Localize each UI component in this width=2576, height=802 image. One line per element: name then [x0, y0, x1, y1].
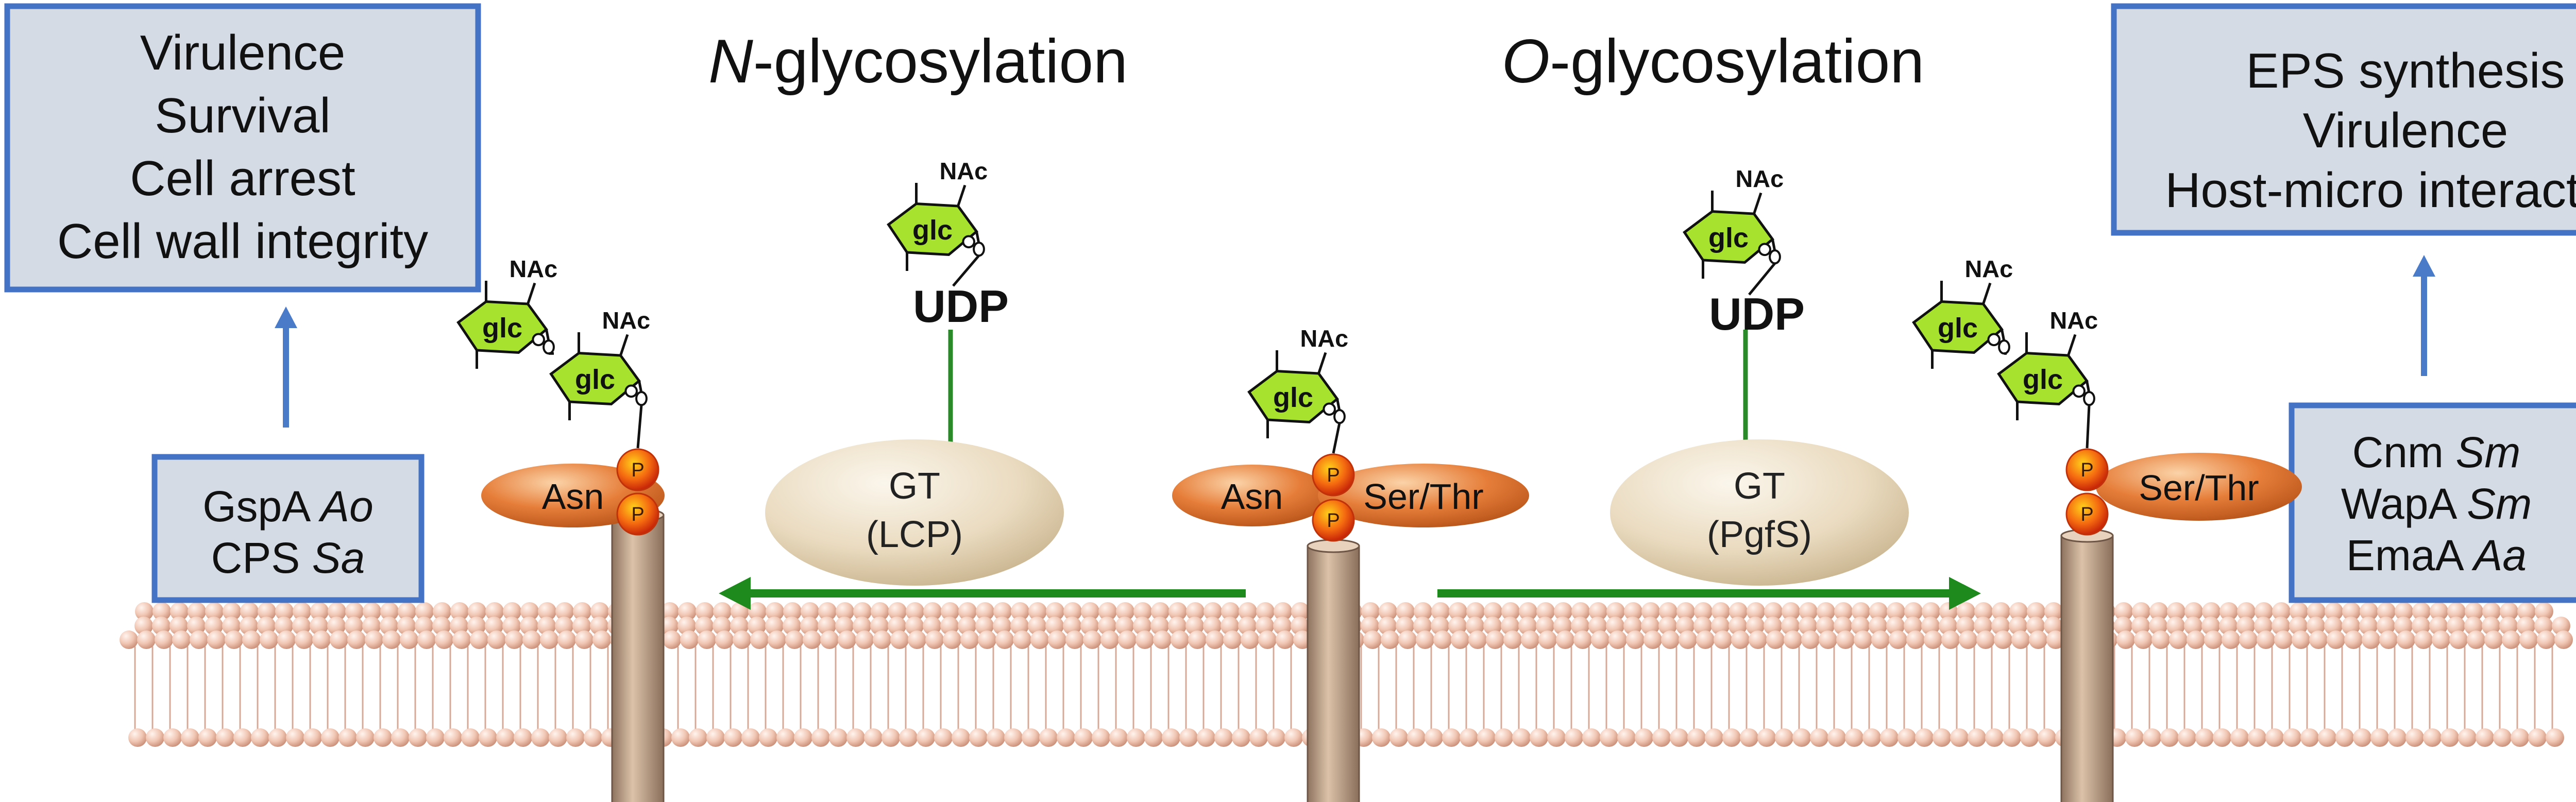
- outcome-line: Cell arrest: [130, 151, 355, 206]
- glycosidic-bond: [1332, 422, 1341, 454]
- membrane-anchor-stalk: [611, 508, 665, 802]
- membrane-anchor-stalk: [1307, 539, 1360, 802]
- svg-text:P: P: [631, 459, 644, 481]
- glcnac-sugar: glc NAc: [549, 307, 650, 420]
- svg-text:glc: glc: [575, 364, 615, 395]
- outcome-line: Virulence: [2303, 103, 2508, 158]
- outcome-line: Survival: [155, 88, 330, 143]
- enzyme-name: GT: [1734, 466, 1785, 507]
- outcome-box-o-glycosylation: EPS synthesis Virulence Host-micro inter…: [2111, 3, 2576, 236]
- phosphate-group: P: [616, 448, 659, 491]
- o-glycosylation-heading: O-glycosylation: [1502, 27, 1924, 96]
- ser-thr-residue: Ser/Thr: [2096, 453, 2302, 521]
- phosphate-groups: P P P P P P: [616, 448, 2109, 542]
- phosphate-group: P: [1312, 499, 1355, 542]
- outcome-box-n-glycosylation: Virulence Survival Cell arrest Cell wall…: [4, 3, 481, 293]
- svg-text:NAc: NAc: [939, 158, 988, 184]
- enzyme-gt-lcp: GT (LCP): [765, 330, 1064, 586]
- svg-text:glc: glc: [912, 215, 953, 246]
- svg-text:Asn: Asn: [1221, 476, 1283, 517]
- outcome-line: Host-micro interaction: [2165, 163, 2576, 218]
- outcome-line: Cell wall integrity: [57, 214, 428, 269]
- example-protein: GspA Ao: [202, 482, 374, 531]
- svg-text:Asn: Asn: [542, 476, 604, 517]
- svg-text:Ser/Thr: Ser/Thr: [2139, 468, 2259, 508]
- example-protein: CPS Sa: [211, 534, 365, 582]
- svg-text:glc: glc: [2023, 364, 2063, 395]
- n-glycosylation-heading: N-glycosylation: [708, 27, 1128, 96]
- glycosidic-bond: [1748, 262, 1776, 296]
- ser-thr-residue: Ser/Thr: [1318, 464, 1529, 527]
- svg-text:P: P: [2080, 504, 2093, 525]
- glcnac-sugar: glc NAc: [1997, 307, 2098, 420]
- example-box-n-glycosylation: GspA Ao CPS Sa: [151, 454, 425, 603]
- example-protein: EmaA Aa: [2346, 531, 2527, 579]
- phosphate-group: P: [2065, 448, 2109, 491]
- udp-donor-label: UDP: [1709, 288, 1805, 339]
- transfer-arrow: [719, 577, 1246, 610]
- udp-donor-label: UDP: [913, 281, 1009, 332]
- svg-text:NAc: NAc: [1300, 325, 1348, 352]
- enzyme-gt-pgfs: GT (PgfS): [1610, 330, 1909, 586]
- svg-text:P: P: [631, 504, 644, 525]
- phosphate-group: P: [616, 492, 659, 536]
- svg-text:NAc: NAc: [2049, 307, 2098, 334]
- glycosidic-bond: [636, 405, 643, 449]
- svg-text:glc: glc: [1708, 223, 1749, 253]
- sugar-residues: glcNAcglcNAcglcNAcglcNAcglcNAcglcNAcglcN…: [456, 158, 2098, 454]
- svg-text:glc: glc: [1938, 313, 1978, 344]
- svg-text:Ser/Thr: Ser/Thr: [1363, 476, 1483, 517]
- svg-text:P: P: [1327, 465, 1340, 486]
- glycosidic-bond: [952, 254, 980, 287]
- phosphate-group: P: [1312, 453, 1355, 497]
- glcnac-sugar: glc NAc: [1247, 325, 1348, 438]
- svg-text:NAc: NAc: [1735, 165, 1784, 192]
- asn-residue: Asn: [1172, 465, 1332, 526]
- enzyme-subtype: (PgfS): [1707, 514, 1812, 555]
- phosphate-group: P: [2065, 492, 2109, 536]
- upward-arrow: [2413, 255, 2435, 376]
- outcome-line: Virulence: [140, 25, 345, 80]
- glcnac-sugar: glc NAc: [887, 158, 988, 271]
- membrane-anchors: [611, 508, 2114, 802]
- svg-text:NAc: NAc: [602, 307, 650, 334]
- svg-text:P: P: [1327, 510, 1340, 532]
- svg-text:NAc: NAc: [1964, 255, 2013, 282]
- example-protein: WapA Sm: [2341, 480, 2532, 528]
- enzyme-subtype: (LCP): [866, 514, 963, 555]
- glycosidic-bond: [2086, 405, 2091, 449]
- glcnac-sugar: glc NAc: [456, 255, 557, 369]
- upward-arrow: [275, 306, 297, 428]
- lipid-head-row: [128, 728, 2564, 747]
- outcome-line: EPS synthesis: [2246, 43, 2565, 98]
- svg-text:glc: glc: [1273, 382, 1313, 413]
- glcnac-sugar: glc NAc: [1683, 165, 1784, 279]
- enzyme-name: GT: [889, 466, 940, 507]
- svg-text:glc: glc: [482, 313, 522, 344]
- example-protein: Cnm Sm: [2352, 428, 2521, 476]
- transfer-arrow: [1437, 577, 1981, 610]
- lipid-tails: [134, 646, 2553, 730]
- glcnac-sugar: glc NAc: [1912, 255, 2013, 369]
- arrows: [275, 255, 2435, 610]
- svg-text:NAc: NAc: [509, 255, 557, 282]
- svg-text:P: P: [2080, 459, 2093, 481]
- example-box-o-glycosylation: Cnm Sm WapA Sm EmaA Aa: [2289, 402, 2576, 603]
- membrane-anchor-stalk: [2060, 528, 2114, 802]
